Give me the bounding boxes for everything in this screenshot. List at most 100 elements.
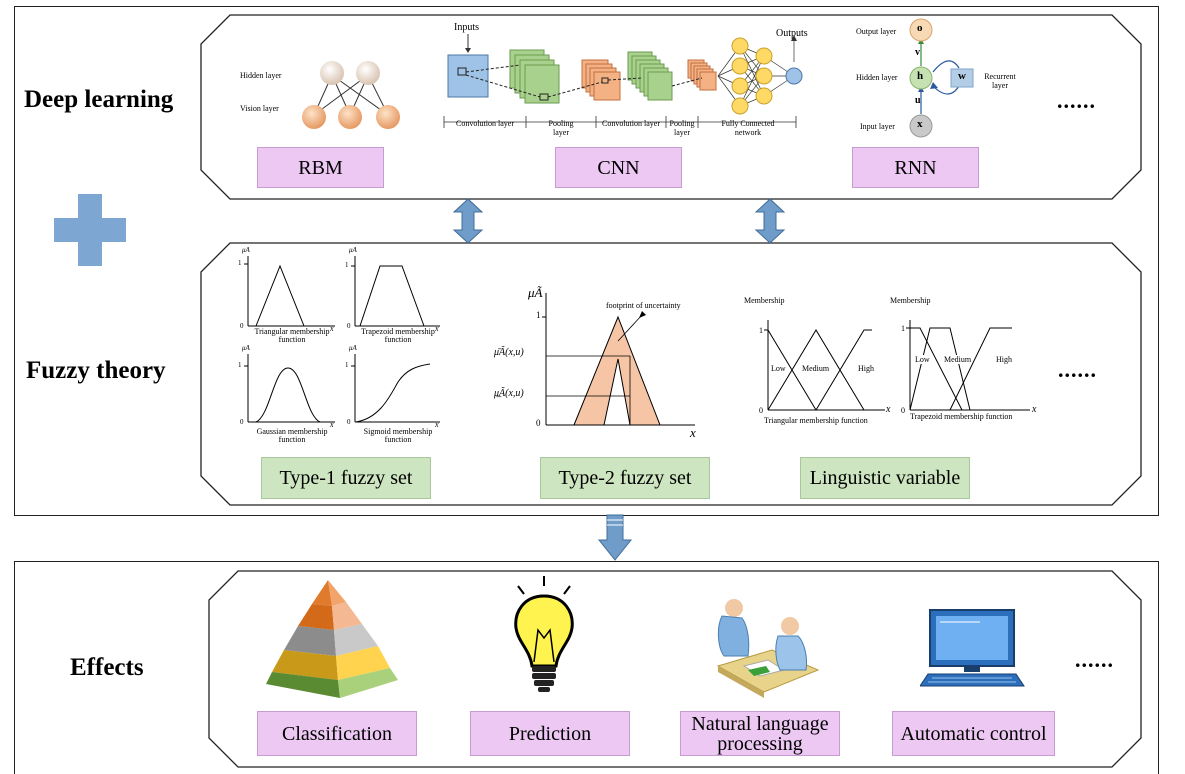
cnn-stage-pool1: Pooling layer xyxy=(548,119,574,137)
people-desk-icon xyxy=(716,599,820,698)
linguistic-zero-2: 0 xyxy=(901,406,905,415)
fuzzy-theory-title: Fuzzy theory xyxy=(26,357,166,384)
rbm-vision-layer-label: Vision layer xyxy=(240,104,279,113)
linguistic-plot-texts: Membership Membership 1 1 0 0 x x Low Me… xyxy=(740,296,1050,430)
computer-icon xyxy=(920,609,1025,687)
linguistic-membership-1: Membership xyxy=(744,296,785,305)
down-arrow-icon xyxy=(597,514,633,561)
linguistic-x-2: x xyxy=(1032,404,1037,415)
type1-mu-3: μA xyxy=(242,344,250,352)
rbm-label: RBM xyxy=(257,147,384,188)
cnn-stage-fc: Fully Connected network xyxy=(721,119,775,137)
type1-plot-texts: μA μA μA μA 1 1 1 1 0 0 0 0 x x x x Tria… xyxy=(230,246,450,451)
linguistic-label: Linguistic variable xyxy=(800,457,970,499)
automatic-control-label: Automatic control xyxy=(892,711,1055,756)
type2-footprint-label: footprint of uncertainty xyxy=(606,301,681,310)
nlp-label-line1: Natural language xyxy=(691,712,829,735)
cnn-inputs-label: Inputs xyxy=(454,22,479,33)
type1-x-4: x xyxy=(435,420,439,429)
type2-upper: μ̄Ã(x,u) xyxy=(494,347,524,358)
type2-label: Type-2 fuzzy set xyxy=(540,457,710,499)
cnn-stage-conv2: Convolution layer xyxy=(602,119,660,128)
rnn-diagram: Output layer Hidden layer Input layer Re… xyxy=(850,18,1030,138)
rnn-node-h: h xyxy=(917,70,924,82)
type1-mu-1: μA xyxy=(242,246,250,254)
linguistic-low-2: Low xyxy=(915,355,930,364)
type1-one-1: 1 xyxy=(238,259,242,267)
type1-gaussian-caption: Gaussian membership function xyxy=(256,427,328,444)
type1-zero-2: 0 xyxy=(347,322,351,330)
type1-zero-3: 0 xyxy=(240,418,244,426)
nlp-label-line2: processing xyxy=(717,732,803,755)
linguistic-trapezoid-caption: Trapezoid membership function xyxy=(910,412,1013,421)
cnn-network-icon xyxy=(443,34,803,128)
linguistic-medium-2: Medium xyxy=(944,355,972,364)
double-arrow-icon-left xyxy=(452,198,484,244)
type1-trapezoid-caption: Trapezoid membership function xyxy=(361,327,435,344)
linguistic-high-2: High xyxy=(996,355,1012,364)
linguistic-one-1: 1 xyxy=(759,326,763,335)
fuzzy-theory-more: ...... xyxy=(1058,357,1097,382)
nlp-label: Natural language processing xyxy=(680,711,840,756)
cnn-stage-conv1: Convolution layer xyxy=(456,119,514,128)
linguistic-x-1: x xyxy=(886,404,891,415)
top-frame xyxy=(14,6,1159,516)
type2-lower: μ̲Ã(x,u) xyxy=(494,388,524,399)
cnn-outputs-label: Outputs xyxy=(776,28,808,39)
type2-x: x xyxy=(690,425,696,440)
rbm-network-icon xyxy=(302,61,400,129)
linguistic-medium-1: Medium xyxy=(802,364,830,373)
rbm-diagram: Hidden layer Vision layer xyxy=(230,55,420,135)
linguistic-high-1: High xyxy=(858,364,874,373)
effects-title: Effects xyxy=(70,654,144,681)
linguistic-zero-1: 0 xyxy=(759,406,763,415)
deep-learning-title: Deep learning xyxy=(24,86,174,113)
cnn-label: CNN xyxy=(555,147,682,188)
rbm-hidden-layer-label: Hidden layer xyxy=(240,71,282,80)
linguistic-one-2: 1 xyxy=(901,324,905,333)
rnn-node-x: x xyxy=(917,118,923,130)
type2-plot-texts: μÃ footprint of uncertainty 1 μ̄Ã(x,u) μ… xyxy=(490,285,710,450)
type1-label: Type-1 fuzzy set xyxy=(261,457,431,499)
rnn-node-w: w xyxy=(958,70,966,82)
type1-x-3: x xyxy=(330,420,334,429)
linguistic-membership-2: Membership xyxy=(890,296,931,305)
type1-plots xyxy=(244,256,440,423)
cnn-stage-pool2: Pooling layer xyxy=(669,119,695,137)
prediction-label: Prediction xyxy=(470,711,630,756)
rnn-hidden-layer-label: Hidden layer xyxy=(856,73,898,82)
type1-mu-2: μA xyxy=(349,246,357,254)
fuzzy-theory-panel xyxy=(200,242,1142,506)
type1-x-2: x xyxy=(435,324,439,333)
rnn-edge-u: u xyxy=(915,95,921,106)
type1-mu-4: μA xyxy=(349,344,357,352)
rnn-label: RNN xyxy=(852,147,979,188)
type1-one-2: 1 xyxy=(345,261,349,269)
rnn-recurrent-layer-label: Recurrent layer xyxy=(984,72,1016,90)
type1-sigmoid-caption: Sigmoid membership function xyxy=(363,427,433,444)
type2-one: 1 xyxy=(536,310,541,320)
type1-zero-4: 0 xyxy=(347,418,351,426)
linguistic-plots xyxy=(764,320,1030,411)
effects-more: ...... xyxy=(1075,647,1114,672)
type1-one-4: 1 xyxy=(345,361,349,369)
bottom-frame xyxy=(14,561,1159,774)
lightbulb-icon xyxy=(514,576,574,692)
deep-learning-more: ...... xyxy=(1057,88,1096,113)
pyramid-icon xyxy=(266,580,398,698)
classification-label: Classification xyxy=(257,711,417,756)
type1-zero-1: 0 xyxy=(240,322,244,330)
rnn-edge-v: v xyxy=(915,47,920,58)
rnn-input-layer-label: Input layer xyxy=(860,122,895,131)
type1-one-3: 1 xyxy=(238,361,242,369)
plus-icon xyxy=(54,194,126,266)
type2-plot xyxy=(542,293,695,426)
double-arrow-icon-right xyxy=(754,198,786,244)
linguistic-low-1: Low xyxy=(771,364,786,373)
type2-zero: 0 xyxy=(536,418,541,428)
type1-triangular-caption: Triangular membership function xyxy=(254,327,330,344)
linguistic-triangular-caption: Triangular membership function xyxy=(764,416,868,425)
rnn-output-layer-label: Output layer xyxy=(856,27,897,36)
rnn-node-o: o xyxy=(917,22,923,34)
cnn-diagram: Inputs Outputs xyxy=(436,20,826,140)
